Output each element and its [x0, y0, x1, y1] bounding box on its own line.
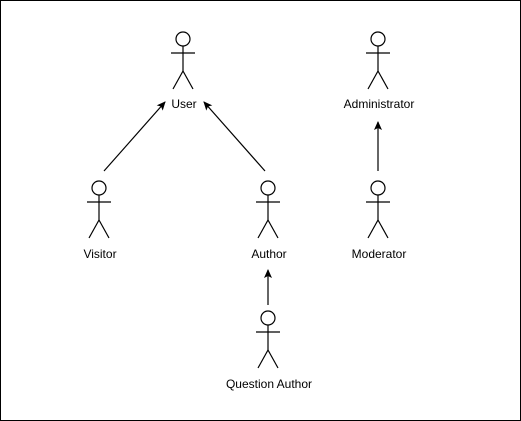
arrow-author-to-user[interactable] — [203, 101, 266, 172]
actor-administrator-figure[interactable] — [366, 31, 390, 90]
actor-administrator-label: Administrator — [343, 97, 415, 111]
actor-author-figure[interactable] — [256, 180, 280, 239]
arrow-visitor-to-user[interactable] — [103, 101, 166, 172]
actor-visitor-figure[interactable] — [87, 180, 111, 239]
actor-question-author-figure[interactable] — [256, 310, 280, 369]
actor-visitor-label: Visitor — [83, 247, 117, 261]
actor-author-label: Author — [251, 247, 287, 261]
actor-user-figure[interactable] — [171, 31, 195, 90]
actor-user-label: User — [171, 97, 197, 111]
actor-moderator-label: Moderator — [351, 247, 407, 261]
actor-moderator-figure[interactable] — [366, 180, 390, 239]
actor-question-author-label: Question Author — [225, 377, 313, 391]
